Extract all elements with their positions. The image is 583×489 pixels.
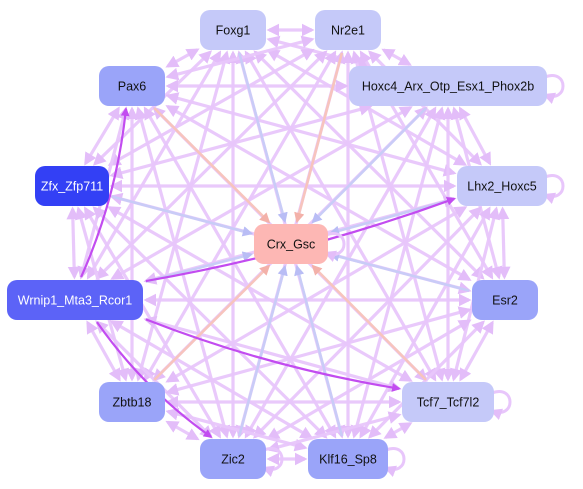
edge-pax6-to-crx — [153, 107, 271, 224]
node-label: Hoxc4_Arx_Otp_Esx1_Phox2b — [362, 80, 534, 94]
node-box — [315, 10, 381, 50]
node-label: Esr2 — [492, 294, 518, 308]
node-label: Crx_Gsc — [267, 238, 316, 252]
node-zbtb18[interactable]: Zbtb18 — [99, 382, 165, 422]
edge-klf16-to-crx — [294, 264, 344, 437]
node-box — [402, 382, 494, 422]
node-hoxc4[interactable]: Hoxc4_Arx_Otp_Esx1_Phox2b — [349, 66, 547, 106]
edge-strong-wrnip1-to-pax6 — [80, 107, 130, 278]
node-label: Zbtb18 — [113, 396, 152, 410]
node-box — [349, 66, 547, 106]
edge-tcf7-klf16 — [383, 422, 413, 439]
edge-nr2e1-to-crx — [294, 52, 344, 224]
node-crx[interactable]: Crx_Gsc — [254, 224, 328, 264]
node-box — [7, 280, 143, 320]
self-loops — [261, 74, 565, 477]
node-label: Zic2 — [221, 453, 245, 467]
edges-background — [66, 23, 511, 466]
edge-hoxc4-to-crx — [311, 107, 427, 224]
node-zfx[interactable]: Zfx_Zfp711 — [35, 166, 109, 206]
edge-tcf7-zic2 — [266, 411, 402, 454]
edge-zfx-to-crx — [111, 195, 254, 237]
node-esr2[interactable]: Esr2 — [472, 280, 538, 320]
self-loop-lhx2 — [542, 174, 565, 204]
self-loop-tcf7 — [489, 390, 512, 420]
node-label: Wrnip1_Mta3_Rcor1 — [18, 294, 132, 308]
edge-foxg1-to-crx — [237, 52, 288, 224]
node-label: Pax6 — [118, 80, 147, 94]
node-klf16[interactable]: Klf16_Sp8 — [308, 439, 388, 479]
self-loop-crx — [323, 232, 346, 262]
edge-tcf7-to-crx — [311, 264, 427, 381]
edge-hoxc4-lhx2 — [458, 106, 492, 166]
node-box — [457, 166, 547, 206]
node-foxg1[interactable]: Foxg1 — [200, 10, 266, 50]
node-zic2[interactable]: Zic2 — [200, 439, 266, 479]
edge-lhx2-esr2 — [496, 206, 511, 280]
node-box — [99, 382, 165, 422]
edge-lhx2-to-crx — [328, 197, 455, 236]
node-label: Nr2e1 — [331, 24, 365, 38]
node-label: Tcf7_Tcf7l2 — [417, 396, 480, 410]
node-label: Zfx_Zfp711 — [41, 180, 103, 194]
node-wrnip1[interactable]: Wrnip1_Mta3_Rcor1 — [7, 280, 143, 320]
node-box — [200, 439, 266, 479]
node-lhx2[interactable]: Lhx2_Hoxc5 — [457, 166, 547, 206]
node-tcf7[interactable]: Tcf7_Tcf7l2 — [402, 382, 494, 422]
edge-esr2-to-crx — [328, 251, 470, 292]
node-box — [99, 66, 165, 106]
node-label: Lhx2_Hoxc5 — [467, 180, 537, 194]
node-pax6[interactable]: Pax6 — [99, 66, 165, 106]
self-loop-hoxc4 — [542, 74, 565, 104]
edge-zfx-wrnip1 — [66, 206, 81, 280]
edge-zic2-to-crx — [237, 264, 288, 437]
node-box — [200, 10, 266, 50]
edge-zbtb18-to-crx — [153, 264, 271, 381]
node-box — [472, 280, 538, 320]
node-box — [254, 224, 328, 264]
node-box — [35, 166, 109, 206]
edge-nr2e1-hoxc4 — [381, 48, 412, 66]
self-loop-zic2 — [261, 447, 284, 477]
node-nr2e1[interactable]: Nr2e1 — [315, 10, 381, 50]
edge-strong-wrnip1-to-tcf7 — [145, 318, 401, 392]
edge-foxg1-pax6 — [165, 48, 200, 68]
self-loop-klf16 — [383, 447, 406, 477]
node-label: Foxg1 — [216, 24, 251, 38]
node-label: Klf16_Sp8 — [319, 453, 377, 467]
node-box — [308, 439, 388, 479]
